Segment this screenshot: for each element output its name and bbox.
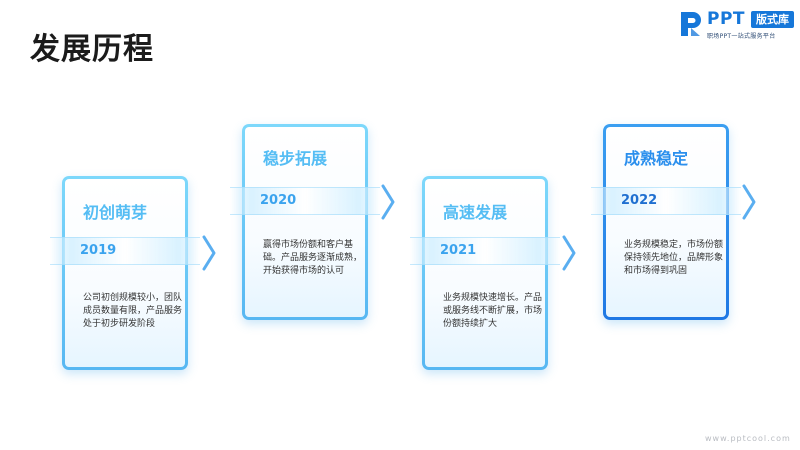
stage-card-4: 成熟稳定 业务规模稳定，市场份额保持领先地位，品牌形象和市场得到巩固: [603, 124, 729, 320]
chevron-right-icon: [742, 184, 756, 220]
ppt-logo-icon: [681, 12, 701, 36]
logo-slogan: 职场PPT一站式服务平台: [707, 33, 776, 40]
stage-year-band-4: 2022: [591, 187, 741, 215]
stage-card-2: 稳步拓展 赢得市场份额和客户基础。产品服务逐渐成熟，开始获得市场的认可: [242, 124, 368, 320]
stage-year-band-2: 2020: [230, 187, 380, 215]
stage-title-2: 稳步拓展: [263, 149, 328, 168]
logo-ppt-text: PPT: [707, 9, 746, 29]
page-title: 发展历程: [30, 32, 154, 67]
stage-card-1: 初创萌芽 公司初创规模较小，团队成员数量有限，产品服务处于初步研发阶段: [62, 176, 188, 370]
stage-year-3: 2021: [440, 243, 477, 258]
chevron-right-icon: [202, 235, 216, 271]
brand-logo: PPT 版式库 职场PPT一站式服务平台: [678, 6, 796, 46]
stage-description-2: 赢得市场份额和客户基础。产品服务逐渐成熟，开始获得市场的认可: [263, 240, 363, 276]
stage-description-3: 业务规模快速增长。产品或服务线不断扩展，市场份额持续扩大: [443, 293, 543, 329]
stage-year-1: 2019: [80, 243, 117, 258]
chevron-right-icon: [562, 235, 576, 271]
stage-year-2: 2020: [260, 193, 297, 208]
stage-title-3: 高速发展: [443, 203, 508, 222]
stage-description-4: 业务规模稳定，市场份额保持领先地位，品牌形象和市场得到巩固: [624, 240, 724, 276]
stage-year-band-3: 2021: [410, 237, 560, 265]
stage-card-3: 高速发展 业务规模快速增长。产品或服务线不断扩展，市场份额持续扩大: [422, 176, 548, 370]
stage-year-band-1: 2019: [50, 237, 200, 265]
watermark: www.pptcool.com: [705, 434, 791, 443]
stage-title-4: 成熟稳定: [624, 149, 689, 168]
stage-title-1: 初创萌芽: [83, 203, 148, 222]
chevron-right-icon: [381, 184, 395, 220]
logo-badge: 版式库: [751, 11, 794, 28]
stage-year-4: 2022: [621, 193, 658, 208]
stage-description-1: 公司初创规模较小，团队成员数量有限，产品服务处于初步研发阶段: [83, 293, 183, 329]
